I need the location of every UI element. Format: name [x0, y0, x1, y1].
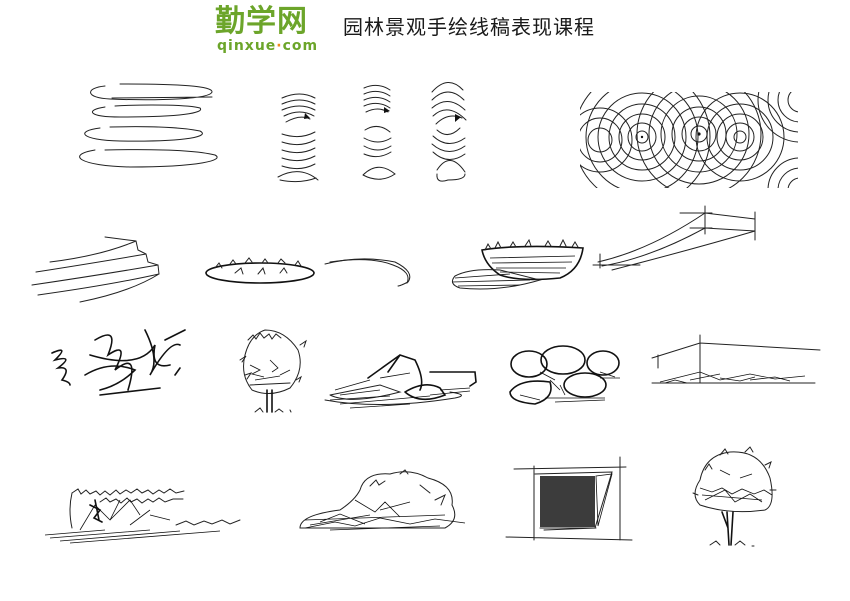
logo-domain: qinxue·com — [217, 38, 318, 54]
logo-domain-right: com — [282, 38, 319, 54]
shrub-mass — [299, 469, 466, 531]
rock-group-2 — [509, 345, 620, 405]
logo-domain-left: qinxue — [217, 38, 277, 54]
grass-oval-planter — [205, 257, 315, 284]
qinxue-logo[interactable]: 勤学网 qinxue·com — [215, 4, 330, 55]
raised-planter-with-shadow — [451, 238, 584, 290]
logo-dot: · — [276, 38, 283, 54]
hedge-row — [44, 488, 241, 544]
arc-stroke-practice-2 — [362, 84, 396, 180]
shaded-box-perspective — [505, 456, 633, 541]
header: 勤学网 qinxue·com 园林景观手绘线稿表现课程 — [0, 0, 850, 60]
page-title: 园林景观手绘线稿表现课程 — [343, 15, 595, 39]
logo-chinese: 勤学网 — [215, 4, 308, 39]
arc-stroke-practice-3 — [431, 82, 467, 182]
curved-edge-line — [324, 258, 411, 287]
scribble-shrub-practice — [51, 329, 186, 396]
round-canopy-tree — [692, 446, 777, 547]
water-ripple-pattern — [580, 92, 798, 188]
curved-steps — [31, 236, 160, 303]
small-tree — [239, 329, 307, 413]
perspective-curved-wall — [592, 205, 756, 271]
arc-stroke-practice-1 — [277, 93, 319, 183]
perspective-ground-plane — [651, 334, 821, 384]
ellipse-stroke-practice — [79, 83, 218, 168]
rock-group-1 — [324, 354, 477, 409]
